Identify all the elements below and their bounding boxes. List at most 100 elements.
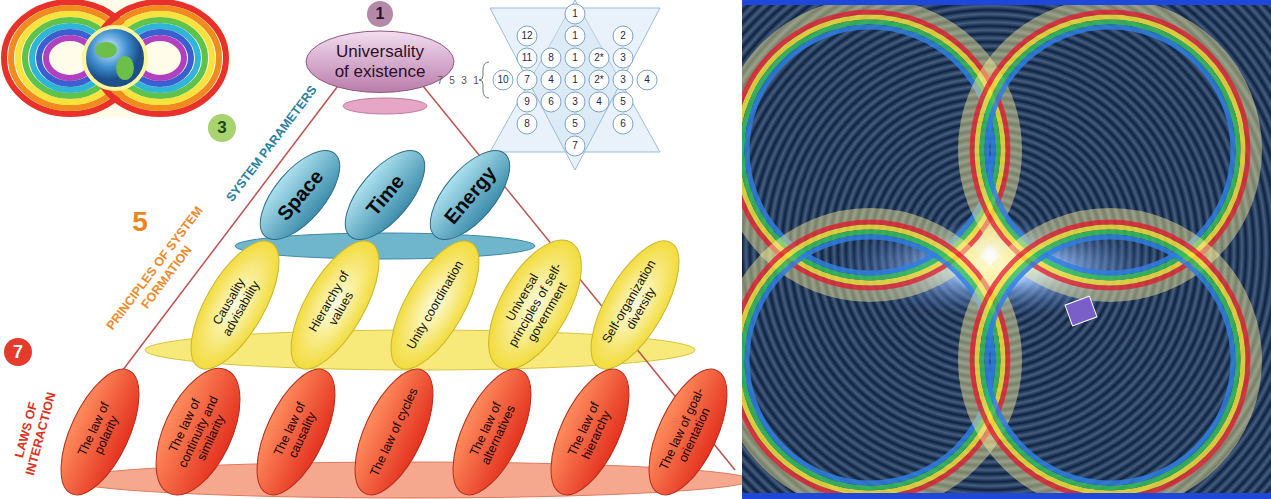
- ellipse-shape: [574, 228, 696, 382]
- scheme-number: 1: [572, 9, 578, 19]
- scheme-number: 9: [524, 97, 530, 107]
- scheme-number: 1: [572, 31, 578, 41]
- scheme-number: 8: [524, 119, 530, 129]
- earth-illustration: [0, 0, 233, 118]
- cube: [1065, 296, 1097, 326]
- land: [116, 56, 134, 80]
- ellipse-shape: [274, 228, 396, 382]
- ellipse-shape: [470, 226, 600, 384]
- ring: [747, 237, 993, 483]
- scheme-circle: [517, 26, 537, 46]
- ring-set: [964, 214, 1256, 499]
- bracket-number: 3: [461, 75, 467, 86]
- scheme-circle: [565, 4, 585, 24]
- ellipse-shape: [437, 358, 547, 499]
- callout-number: 1: [367, 1, 393, 27]
- scheme-circle: [565, 92, 585, 112]
- scheme-number: 12: [521, 31, 532, 41]
- scheme-number: 3: [620, 75, 626, 85]
- scheme-number: 4: [644, 75, 650, 85]
- ellipse-shape: [339, 358, 449, 499]
- scheme-number: 2*: [594, 53, 603, 63]
- scheme-circle: [613, 114, 633, 134]
- ellipse-shape: [633, 358, 743, 499]
- scheme-triangle: [490, 8, 660, 170]
- land: [95, 42, 117, 58]
- bracket-number: 5: [449, 75, 455, 86]
- scheme-number: 7: [572, 141, 578, 151]
- ring: [987, 237, 1233, 483]
- scheme-circle: [589, 70, 609, 90]
- scheme-number: 6: [548, 97, 554, 107]
- scheme-circle: [541, 70, 561, 90]
- ellipse-shape: [139, 356, 258, 499]
- text-holder: Universality of existence: [328, 42, 433, 81]
- scheme-circle: [613, 26, 633, 46]
- scheme-circle: [517, 114, 537, 134]
- scheme-circles: [493, 4, 657, 156]
- principle-ellipse: Self-organization diversity: [573, 227, 698, 383]
- ellipse-shape: [535, 358, 645, 499]
- scheme-circle: [613, 48, 633, 68]
- scheme-number: 3: [620, 53, 626, 63]
- ring: [964, 214, 1256, 499]
- ring: [977, 227, 1243, 493]
- ellipse-shape: [374, 228, 496, 382]
- scheme-circle: [517, 92, 537, 112]
- scheme-circle: [541, 48, 561, 68]
- ring: [982, 232, 1238, 488]
- apex-disc: [343, 98, 427, 114]
- scheme-number: 8: [548, 53, 554, 63]
- apex-ellipse: Universality of existence: [305, 30, 455, 93]
- ellipse-shape: [416, 138, 524, 253]
- scheme-circle: [589, 48, 609, 68]
- section-heading: LAWS OF INTERACTION: [6, 377, 62, 486]
- frame-bar: [742, 0, 1271, 5]
- scheme-number: 4: [548, 75, 554, 85]
- scheme-circle: [493, 70, 513, 90]
- scheme-circle: [565, 70, 585, 90]
- scheme-circle: [565, 48, 585, 68]
- bracket: [479, 62, 489, 98]
- globe: [84, 27, 146, 89]
- scheme-number: 1: [572, 75, 578, 85]
- scheme-circle: [613, 70, 633, 90]
- scheme-circle: [565, 26, 585, 46]
- scheme-circle: [565, 114, 585, 134]
- rainbow-rings: [742, 4, 1256, 499]
- callout-number: 5: [132, 208, 148, 236]
- frame-bar: [742, 493, 1271, 499]
- ellipse-shape: [331, 138, 439, 253]
- scheme-circle: [565, 136, 585, 156]
- scheme-number: 2*: [594, 75, 603, 85]
- scheme-circle: [541, 92, 561, 112]
- node-text: Universality of existence: [328, 42, 433, 81]
- scheme-circle: [589, 92, 609, 112]
- scheme-number: 6: [620, 119, 626, 129]
- scheme-number: 4: [596, 97, 602, 107]
- ring: [972, 222, 1248, 498]
- scheme-circle: [637, 70, 657, 90]
- callout-number: 3: [208, 114, 236, 142]
- scheme-number: 10: [497, 75, 508, 85]
- scheme-number: 5: [620, 97, 626, 107]
- scheme-circle: [517, 48, 537, 68]
- glow: [0, 0, 233, 118]
- scheme-circle: [613, 92, 633, 112]
- scheme-number: 2: [620, 31, 626, 41]
- scheme-number: 5: [572, 119, 578, 129]
- number-scheme: [479, 0, 660, 170]
- scheme-number: 1: [572, 53, 578, 63]
- scheme-number: 3: [572, 97, 578, 107]
- ellipse-shape: [45, 358, 155, 499]
- cosmos-illustration: [742, 0, 1271, 499]
- scheme-number: 7: [524, 75, 530, 85]
- scheme-number: 11: [522, 53, 532, 63]
- ellipse-shape: [241, 358, 351, 499]
- bracket-number: 7: [437, 75, 443, 86]
- callout-number: 7: [4, 338, 32, 366]
- ellipse-shape: [306, 31, 454, 92]
- scheme-circle: [517, 70, 537, 90]
- bracket-number: 1: [473, 75, 479, 86]
